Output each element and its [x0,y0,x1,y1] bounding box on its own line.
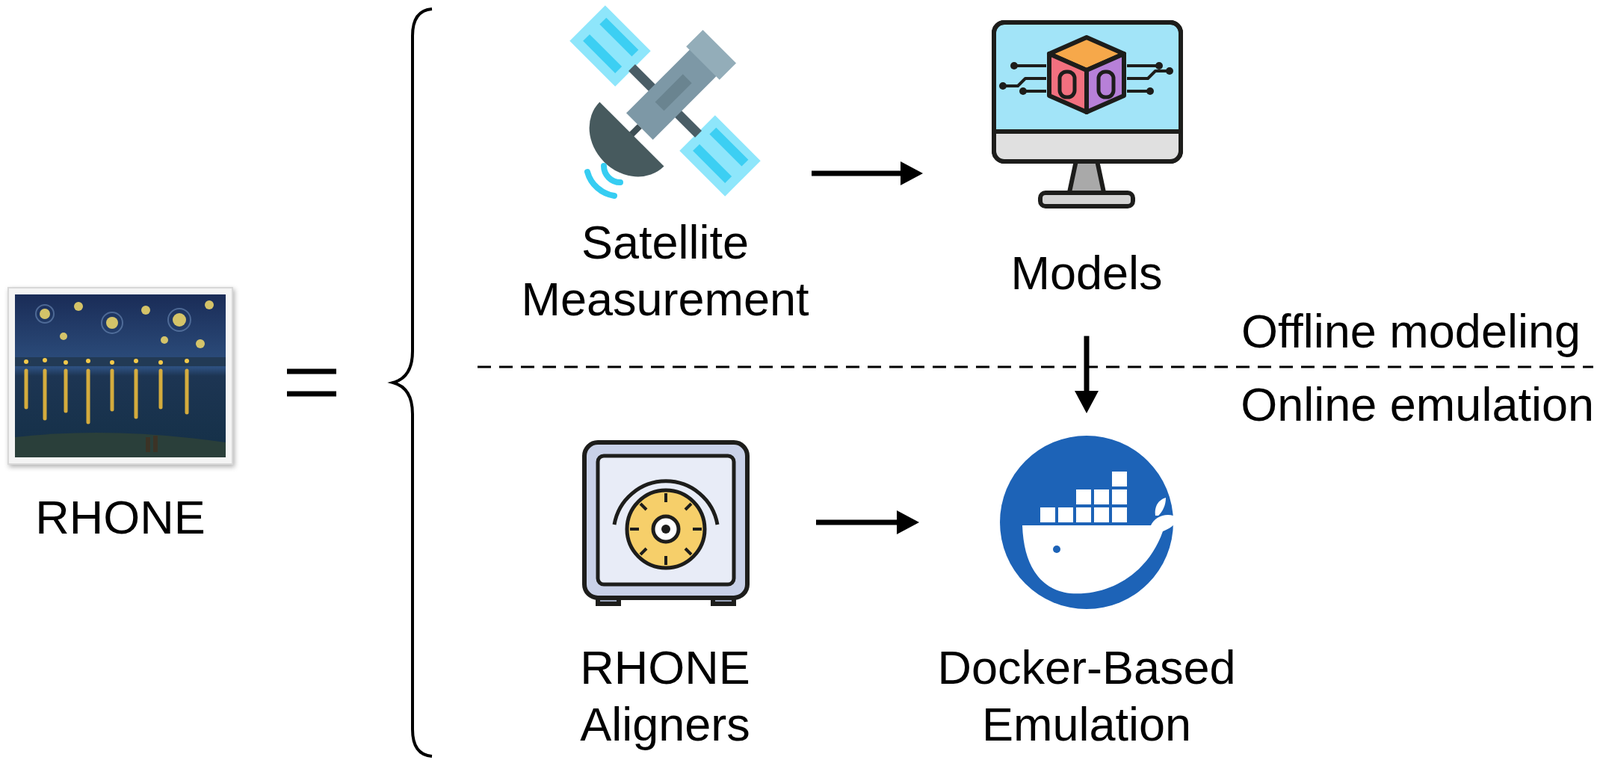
node-label: Docker-Based Emulation [922,639,1252,753]
arrow-line [816,520,900,526]
dashed-divider [477,366,1594,369]
icon-node: Docker-Based Emulation [922,435,1252,753]
monitor-icon [993,22,1181,207]
node-label: RHONE [4,489,237,547]
satellite-icon [526,0,797,240]
section-label: Offline modeling [1241,303,1581,361]
equals-sign [286,371,337,394]
arrow-head [900,161,923,186]
arrow-line [811,171,904,177]
section-label: Online emulation [1240,376,1595,434]
arrow-head [896,510,920,535]
icon-node: Satellite Measurement [518,20,812,328]
icon-node: Models [988,18,1185,302]
docker-icon [999,435,1180,610]
node-label: Models [988,245,1185,302]
arrow-line [1084,336,1090,394]
flow-arrow [1074,336,1099,414]
painting-thumbnail [8,287,233,465]
flow-arrow [816,510,920,535]
node-label: Satellite Measurement [518,214,812,328]
curly-brace [393,8,432,757]
aligner-icon [584,442,748,604]
arrow-head [1074,390,1099,414]
icon-node: RHONE Aligners [515,438,815,753]
node-label: RHONE Aligners [515,639,815,753]
flow-arrow [811,161,923,186]
painting-node: RHONE [4,287,237,547]
